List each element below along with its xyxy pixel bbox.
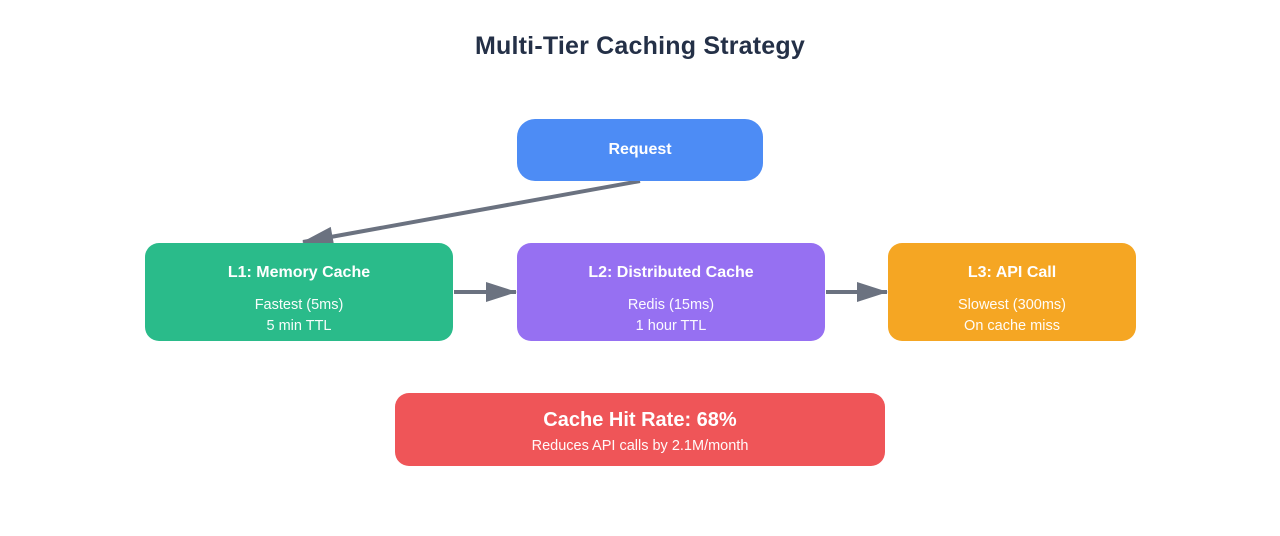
node-l2-detail-speed: Redis (15ms)	[627, 297, 715, 313]
node-l2-title: L2: Distributed Cache	[588, 264, 754, 281]
node-l3-title: L3: API Call	[967, 264, 1057, 281]
node-l1-detail-speed: Fastest (5ms)	[254, 297, 344, 313]
page-title: Multi-Tier Caching Strategy	[475, 32, 805, 60]
node-l2-detail-ttl: 1 hour TTL	[635, 318, 707, 334]
arrow-request-to-l1	[302, 179, 641, 247]
node-l3-detail-condition: On cache miss	[964, 318, 1060, 334]
node-l1-title: L1: Memory Cache	[227, 264, 371, 281]
cache-hit-rate-subtitle: Reduces API calls by 2.1M/month	[531, 438, 749, 454]
node-l1-memory-cache: L1: Memory Cache Fastest (5ms) 5 min TTL	[145, 243, 453, 341]
cache-hit-rate-title: Cache Hit Rate: 68%	[543, 409, 737, 431]
node-l3-detail-speed: Slowest (300ms)	[958, 297, 1066, 313]
node-request-label: Request	[608, 141, 672, 158]
node-l3-api-call: L3: API Call Slowest (300ms) On cache mi…	[888, 243, 1136, 341]
node-l2-distributed-cache: L2: Distributed Cache Redis (15ms) 1 hou…	[517, 243, 825, 341]
cache-hit-rate-summary: Cache Hit Rate: 68% Reduces API calls by…	[395, 393, 885, 466]
node-l1-detail-ttl: 5 min TTL	[266, 318, 332, 334]
node-request: Request	[517, 119, 763, 181]
